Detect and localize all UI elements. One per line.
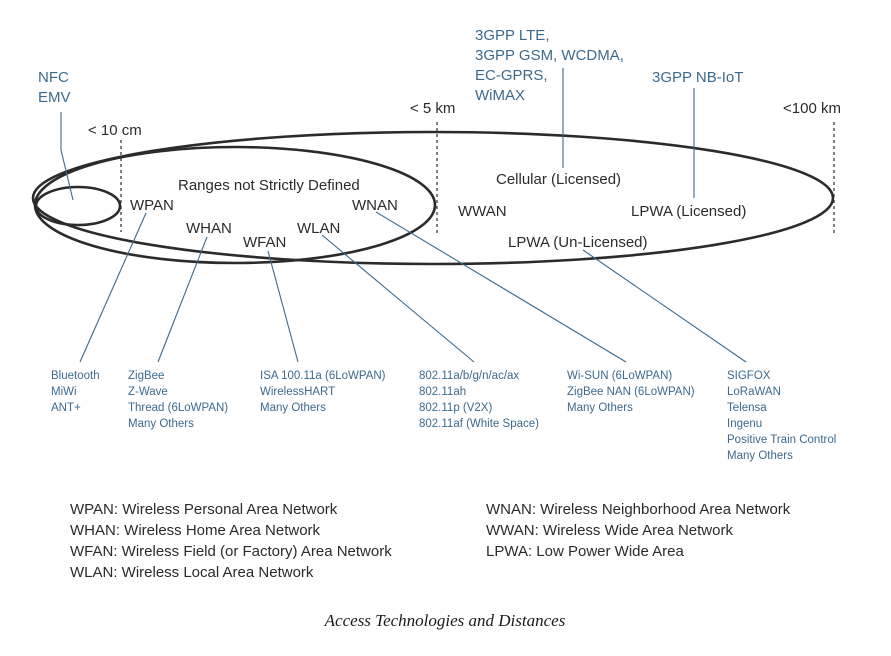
distance-10cm-label: < 10 cm [88,122,142,139]
figure-caption: Access Technologies and Distances [324,611,566,630]
leader-wlan [321,234,475,363]
wwan-label: WWAN [458,203,507,220]
leader-wnan [375,211,627,363]
whan-tech-list: ZigBee Z-Wave Thread (6LoWPAN) Many Othe… [128,370,231,430]
leader-wpan [79,212,147,363]
wnan-tech-list: Wi-SUN (6LoWPAN) ZigBee NAN (6LoWPAN) Ma… [567,370,698,414]
ranges-note: Ranges not Strictly Defined [178,177,360,194]
leader-whan [157,236,208,363]
distance-5km-label: < 5 km [410,100,455,117]
wpan-label: WPAN [130,197,174,214]
wfan-label: WFAN [243,234,286,251]
lpwa-tech-list: SIGFOX LoRaWAN Telensa Ingenu Positive T… [727,370,840,462]
leader-wfan [267,250,299,363]
wlan-tech-list: 802.11a/b/g/n/ac/ax 802.11ah 802.11p (V2… [419,370,539,430]
whan-label: WHAN [186,220,232,237]
nbiot-label: 3GPP NB-IoT [652,69,743,86]
wwan-ellipse [31,130,835,266]
leader-nfc [60,112,74,201]
nfc-ellipse [34,185,122,227]
distance-100km-label: <100 km [783,100,841,117]
leader-lpwa [582,249,747,363]
cellular-tech-label: 3GPP LTE,3GPP GSM, WCDMA,EC-GPRS,WiMAX [475,27,624,104]
wnan-label: WNAN [352,197,398,214]
legend-left: WPAN: Wireless Personal Area Network WHA… [70,501,396,581]
legend-right: WNAN: Wireless Neighborhood Area Network… [486,501,794,560]
wpan-tech-list: Bluetooth MiWi ANT+ [51,370,103,414]
lpwa-unlicensed-label: LPWA (Un-Licensed) [508,234,648,251]
wlan-label: WLAN [297,220,340,237]
cellular-label: Cellular (Licensed) [496,171,621,188]
wfan-tech-list: ISA 100.11a (6LoWPAN) WirelessHART Many … [260,370,389,414]
lpwa-licensed-label: LPWA (Licensed) [631,203,746,220]
